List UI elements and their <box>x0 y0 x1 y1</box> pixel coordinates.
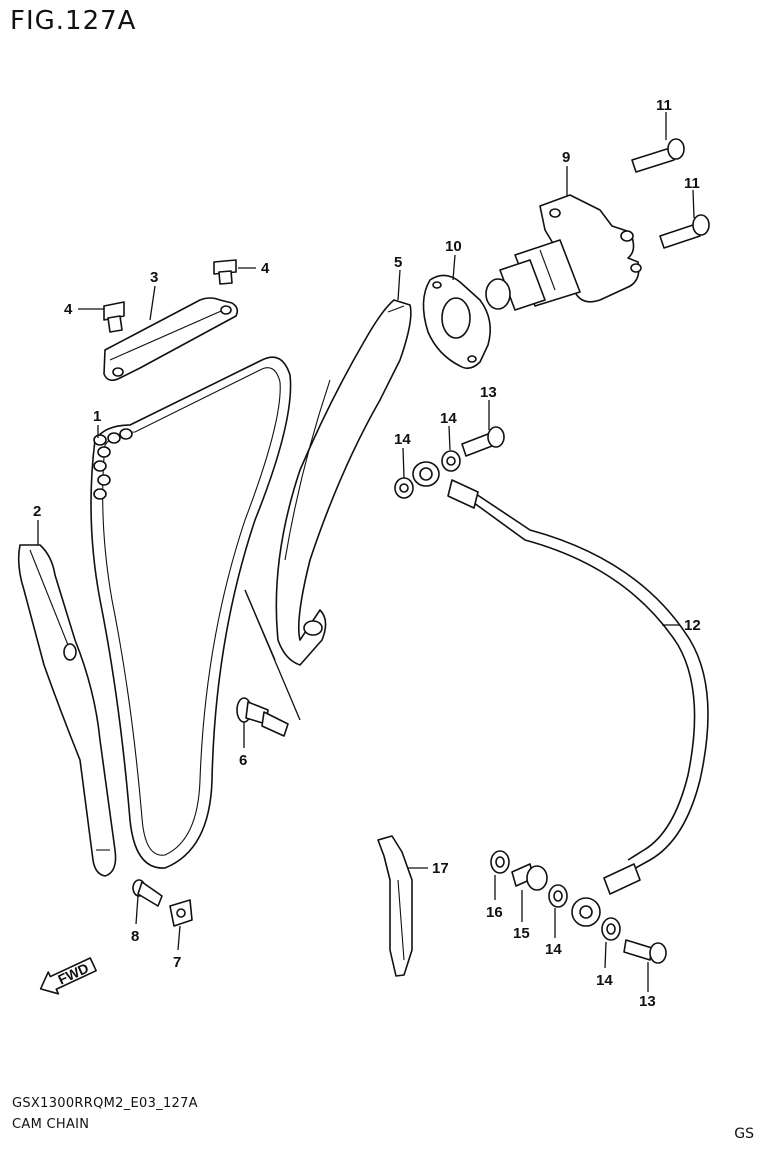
part-15-fitting <box>511 863 548 891</box>
callout-6: 6 <box>239 752 247 769</box>
fwd-arrow: FWD <box>39 957 97 995</box>
part-8-bolt <box>132 879 163 907</box>
part-17-cable-tie <box>377 835 413 977</box>
callout-5: 5 <box>394 254 402 271</box>
fwd-label: FWD <box>55 960 91 988</box>
section-name: CAM CHAIN <box>12 1117 90 1132</box>
part-7-washer-plate <box>169 899 193 927</box>
callout-1: 1 <box>93 408 101 425</box>
part-4-bolt-a <box>103 301 125 333</box>
part-2-chain-guide <box>17 544 117 877</box>
part-3-chain-guide-plate <box>103 297 239 382</box>
part-1-cam-chain <box>90 356 292 869</box>
chain-links <box>93 428 133 500</box>
callout-10: 10 <box>445 238 462 255</box>
callout-13b: 13 <box>639 993 656 1010</box>
part-6-pivot-bolt <box>236 697 289 737</box>
callout-13a: 13 <box>480 384 497 401</box>
callout-9: 9 <box>562 149 570 166</box>
callout-14d: 14 <box>596 972 613 989</box>
diagram-code: GSX1300RRQM2_E03_127A <box>12 1096 198 1111</box>
callout-4a: 4 <box>64 301 73 318</box>
callout-17: 17 <box>432 860 449 877</box>
callout-3: 3 <box>150 269 158 286</box>
part-11-bolt-lower <box>659 214 710 249</box>
part-12-oil-hose <box>412 461 709 927</box>
part-4-bolt-b <box>213 259 237 285</box>
callout-16: 16 <box>486 904 503 921</box>
figure-title: FIG.127A <box>10 6 137 36</box>
part-13-bolt-upper <box>461 426 505 457</box>
callout-14c: 14 <box>545 941 562 958</box>
part-10-gasket <box>422 274 491 370</box>
callout-14b: 14 <box>440 410 457 427</box>
leader-lines <box>37 112 695 992</box>
callout-11b: 11 <box>684 175 700 192</box>
callout-4b: 4 <box>261 260 270 277</box>
region-code: GS <box>734 1126 754 1142</box>
part-16-washer <box>490 850 510 874</box>
callout-14a: 14 <box>394 431 411 448</box>
part-5-tensioner-guide <box>275 299 412 666</box>
part-13-bolt-lower <box>623 939 667 964</box>
callout-12: 12 <box>684 617 701 634</box>
callout-11a: 11 <box>656 97 672 114</box>
part-11-bolt-upper <box>631 138 685 173</box>
callout-labels: 1 2 3 4 4 5 6 7 8 9 10 11 11 12 13 13 14… <box>33 97 701 1010</box>
callout-2: 2 <box>33 503 41 520</box>
callout-15: 15 <box>513 925 530 942</box>
callout-7: 7 <box>173 954 181 971</box>
part-9-tensioner-adjuster <box>485 194 642 311</box>
callout-8: 8 <box>131 928 139 945</box>
